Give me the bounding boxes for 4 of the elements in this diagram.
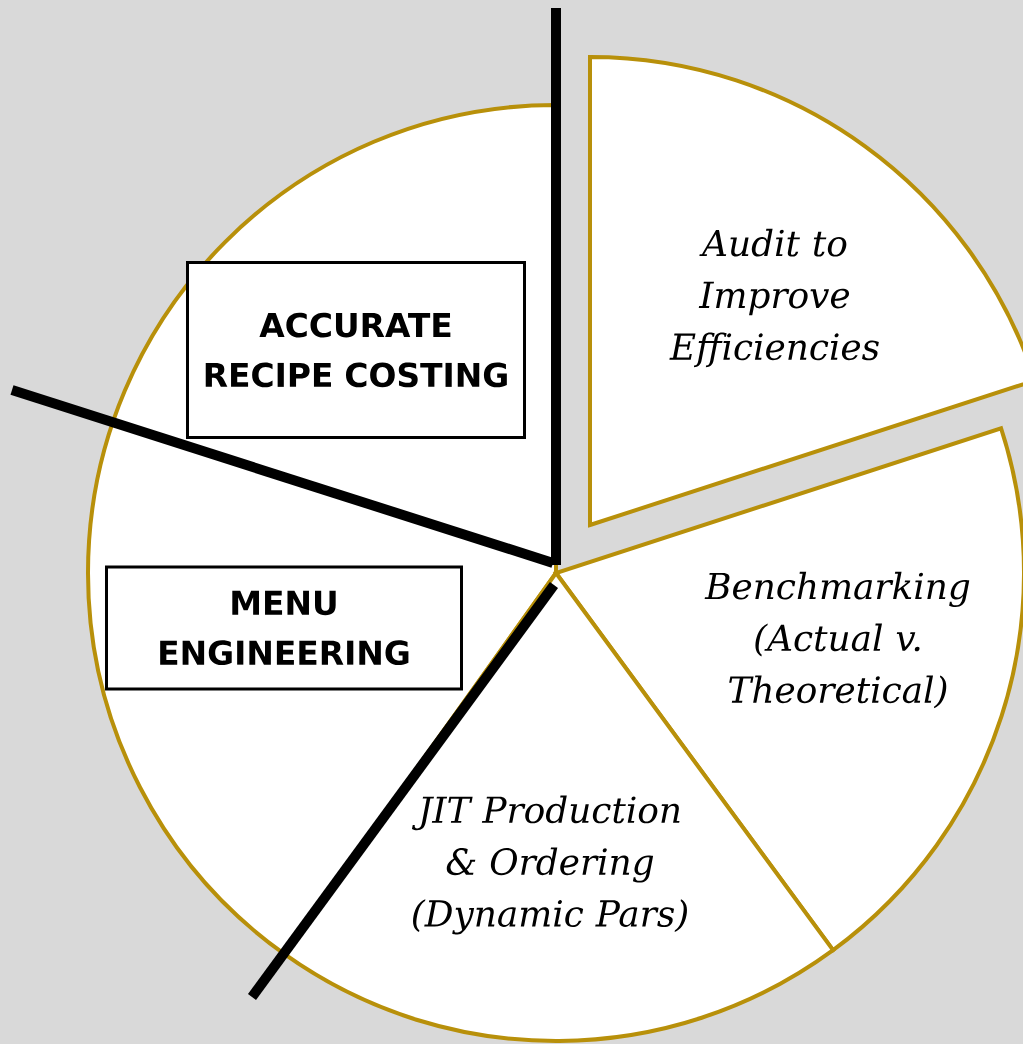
label-box: MENU ENGINEERING [105,565,463,691]
pie-slice: Audit to Improve Efficiencies [588,55,1023,527]
label-box: ACCURATE RECIPE COSTING [186,261,526,439]
node-label: Audit to Improve Efficiencies [669,228,879,368]
